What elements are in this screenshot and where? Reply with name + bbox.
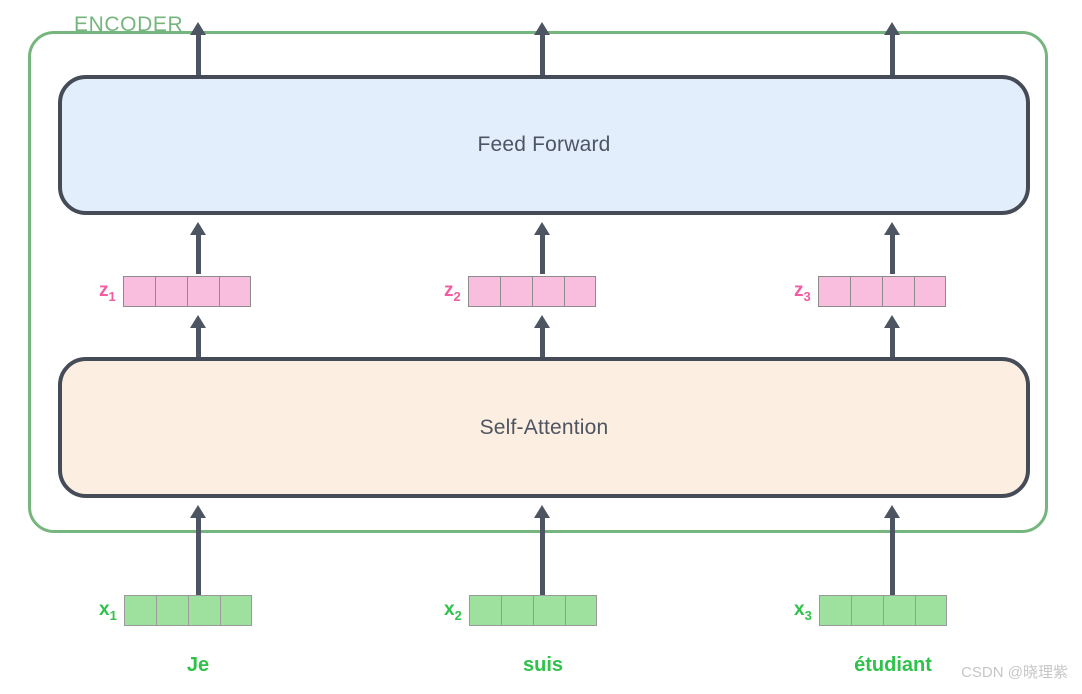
- x-to-sa-arrow-3: [884, 505, 900, 595]
- vector-cell: [850, 595, 883, 626]
- x-vector-3-label: x3: [794, 599, 812, 623]
- arrow-shaft: [196, 31, 201, 75]
- arrow-shaft: [540, 324, 545, 359]
- vector-cell: [186, 276, 219, 307]
- arrow-shaft: [540, 231, 545, 274]
- x-vector-3-cells: [818, 595, 947, 626]
- token-word-2: suis: [522, 654, 564, 676]
- vector-cell: [913, 276, 946, 307]
- vector-cell: [882, 595, 915, 626]
- z-vector-2: z2: [444, 276, 596, 307]
- x-vector-1-label: x1: [99, 599, 117, 623]
- z-to-ff-arrow-1: [190, 222, 206, 274]
- arrowhead-icon: [534, 505, 550, 518]
- vector-cell: [818, 595, 851, 626]
- watermark: CSDN @晓理紫: [961, 664, 1068, 681]
- vector-cell: [849, 276, 882, 307]
- sa-to-z-arrow-3: [884, 315, 900, 359]
- sa-to-z-arrow-2: [534, 315, 550, 359]
- x-vector-2-label: x2: [444, 599, 462, 623]
- vector-cell: [914, 595, 947, 626]
- feed-forward-title: Feed Forward: [477, 133, 611, 156]
- arrowhead-icon: [884, 505, 900, 518]
- arrow-shaft: [196, 514, 201, 595]
- self-attention-block[interactable]: Self-Attention: [58, 357, 1030, 498]
- z-vector-3-label: z3: [794, 280, 811, 304]
- vector-cell: [219, 595, 252, 626]
- x-to-sa-arrow-1: [190, 505, 206, 595]
- x-vector-3: x3: [794, 595, 947, 626]
- vector-cell: [154, 276, 187, 307]
- sa-to-z-arrow-1: [190, 315, 206, 359]
- z-vector-2-cells: [467, 276, 596, 307]
- vector-cell: [881, 276, 914, 307]
- arrow-shaft: [890, 31, 895, 75]
- arrow-shaft: [890, 231, 895, 274]
- x-vector-2-cells: [468, 595, 597, 626]
- arrowhead-icon: [884, 222, 900, 235]
- encoder-label: ENCODER: [74, 13, 184, 36]
- z-vector-1-label-base: z: [99, 279, 109, 301]
- arrow-shaft: [196, 231, 201, 274]
- output-arrow-2: [534, 22, 550, 75]
- z-vector-2-label-sub: 2: [453, 288, 461, 304]
- z-vector-1-label-sub: 1: [108, 288, 116, 304]
- x-vector-1: x1: [99, 595, 252, 626]
- arrow-shaft: [196, 324, 201, 359]
- vector-cell: [563, 276, 596, 307]
- vector-cell: [187, 595, 220, 626]
- vector-cell: [500, 595, 533, 626]
- vector-cell: [468, 595, 501, 626]
- x-vector-2: x2: [444, 595, 597, 626]
- z-vector-3: z3: [794, 276, 946, 307]
- output-arrow-3: [884, 22, 900, 75]
- vector-cell: [218, 276, 251, 307]
- x-vector-2-label-sub: 2: [454, 607, 462, 623]
- arrowhead-icon: [534, 315, 550, 328]
- arrowhead-icon: [190, 505, 206, 518]
- x-vector-3-label-sub: 3: [804, 607, 812, 623]
- vector-cell: [122, 276, 155, 307]
- token-word-3: étudiant: [854, 654, 932, 676]
- vector-cell: [123, 595, 156, 626]
- output-arrow-1: [190, 22, 206, 75]
- z-vector-3-cells: [817, 276, 946, 307]
- x-vector-1-cells: [123, 595, 252, 626]
- arrow-shaft: [540, 514, 545, 595]
- z-vector-1-label: z1: [99, 280, 116, 304]
- z-vector-3-label-base: z: [794, 279, 804, 301]
- z-vector-1-cells: [122, 276, 251, 307]
- token-word-1: Je: [186, 654, 210, 676]
- arrow-shaft: [890, 514, 895, 595]
- vector-cell: [817, 276, 850, 307]
- arrow-shaft: [890, 324, 895, 359]
- arrowhead-icon: [884, 22, 900, 35]
- arrowhead-icon: [190, 315, 206, 328]
- x-vector-3-label-base: x: [794, 598, 805, 620]
- vector-cell: [532, 595, 565, 626]
- arrowhead-icon: [190, 22, 206, 35]
- z-to-ff-arrow-2: [534, 222, 550, 274]
- x-vector-1-label-base: x: [99, 598, 110, 620]
- z-to-ff-arrow-3: [884, 222, 900, 274]
- arrowhead-icon: [534, 222, 550, 235]
- arrow-shaft: [540, 31, 545, 75]
- x-to-sa-arrow-2: [534, 505, 550, 595]
- x-vector-1-label-sub: 1: [109, 607, 117, 623]
- vector-cell: [467, 276, 500, 307]
- z-vector-1: z1: [99, 276, 251, 307]
- vector-cell: [499, 276, 532, 307]
- z-vector-2-label-base: z: [444, 279, 454, 301]
- self-attention-title: Self-Attention: [479, 415, 609, 439]
- feed-forward-block[interactable]: Feed Forward: [58, 75, 1030, 215]
- arrowhead-icon: [190, 222, 206, 235]
- vector-cell: [155, 595, 188, 626]
- vector-cell: [564, 595, 597, 626]
- x-vector-2-label-base: x: [444, 598, 455, 620]
- z-vector-3-label-sub: 3: [803, 288, 811, 304]
- arrowhead-icon: [884, 315, 900, 328]
- arrowhead-icon: [534, 22, 550, 35]
- vector-cell: [531, 276, 564, 307]
- z-vector-2-label: z2: [444, 280, 461, 304]
